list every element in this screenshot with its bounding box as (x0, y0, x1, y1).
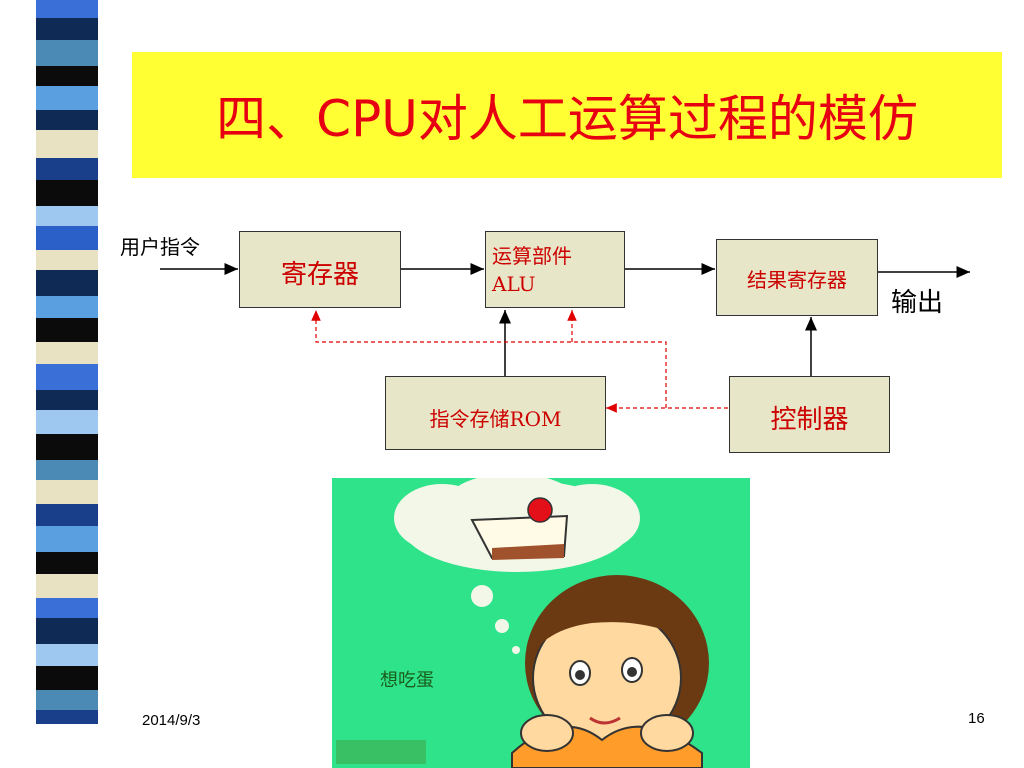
alu-label-line2: ALU (492, 272, 536, 296)
cake-slice (470, 497, 569, 560)
control-line-register (311, 310, 667, 408)
picture-logo-stamp (336, 740, 426, 764)
register-label: 寄存器 (280, 260, 359, 290)
controller-block: 控制器 (729, 376, 890, 453)
instruction-rom-block: 指令存储ROM (385, 376, 606, 450)
output-label: 输出 (891, 288, 944, 318)
cartoon-picture: 想吃蛋 (332, 478, 750, 768)
input-label: 用户指令 (120, 235, 200, 259)
instruction-rom-label: 指令存储ROM (429, 407, 562, 431)
slide-page-number: 16 (968, 710, 985, 727)
alu-label-line1: 运算部件 (492, 244, 572, 268)
boy-figure (511, 575, 709, 768)
cartoon-illustration (394, 478, 709, 768)
title-banner: 四、CPU对人工运算过程的模仿 (132, 52, 1002, 178)
result-register-label: 结果寄存器 (747, 268, 847, 292)
controller-label: 控制器 (770, 405, 849, 435)
decorative-stripe-bar (36, 0, 98, 768)
picture-caption: 想吃蛋 (380, 670, 434, 691)
slide-date: 2014/9/3 (142, 712, 201, 729)
alu-block: 运算部件 ALU (485, 231, 625, 308)
result-register-block: 结果寄存器 (716, 239, 878, 316)
slide-title: 四、CPU对人工运算过程的模仿 (216, 90, 918, 148)
register-block: 寄存器 (239, 231, 401, 308)
